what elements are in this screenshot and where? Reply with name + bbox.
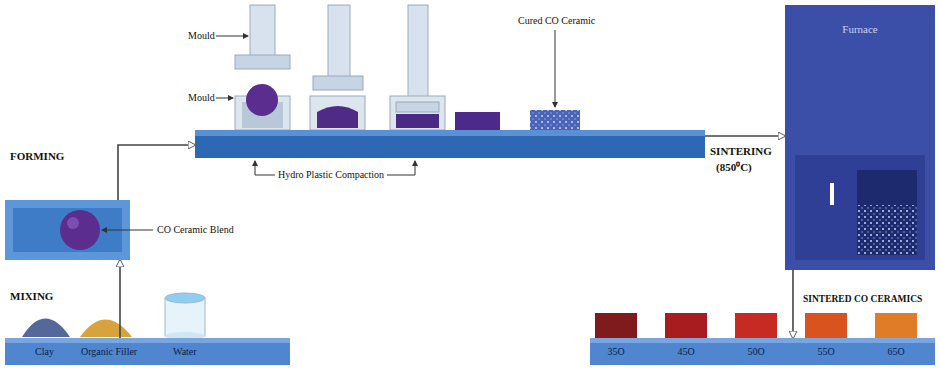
flow-arrow bbox=[792, 270, 794, 338]
flow-arrow bbox=[119, 260, 121, 338]
step-heading: MIXING bbox=[10, 290, 53, 303]
step-heading: (850⁰C) bbox=[716, 161, 752, 174]
flow-arrow bbox=[118, 145, 195, 200]
step-heading: SINTERED CO CERAMICS bbox=[803, 293, 922, 306]
node-text: Clay bbox=[35, 346, 54, 358]
node-text: 50O bbox=[741, 346, 771, 358]
node-art bbox=[5, 200, 130, 260]
illustration bbox=[22, 5, 917, 340]
step-heading: SINTERING bbox=[710, 145, 772, 158]
part-label: Cured CO Ceramic bbox=[518, 15, 595, 27]
step-heading: FORMING bbox=[10, 150, 64, 163]
forming-tray: CO Ceramic Blend bbox=[5, 200, 130, 260]
node-text: Water bbox=[173, 346, 197, 358]
flow-arrow bbox=[705, 135, 785, 137]
compaction-conveyor: Hydro Plastic Compaction bbox=[195, 130, 705, 158]
mixing-conveyor: Clay Organic Filler Water bbox=[5, 338, 290, 365]
part-label: Mould bbox=[188, 30, 215, 42]
product-conveyor: 35O 45O 50O 55O 65O bbox=[590, 338, 935, 365]
node-text: Hydro Plastic Compaction bbox=[275, 169, 387, 181]
furnace-box: Furnace bbox=[785, 5, 935, 270]
node-text: Organic Filler bbox=[81, 346, 137, 358]
node-art bbox=[195, 130, 705, 158]
part-label: Mould bbox=[188, 92, 215, 104]
node-text: Furnace bbox=[785, 23, 935, 35]
node-text: CO Ceramic Blend bbox=[157, 224, 234, 236]
node-text: 45O bbox=[671, 346, 701, 358]
node-text: 65O bbox=[881, 346, 911, 358]
node-art bbox=[785, 5, 935, 270]
node-text: 55O bbox=[811, 346, 841, 358]
node-text: 35O bbox=[601, 346, 631, 358]
